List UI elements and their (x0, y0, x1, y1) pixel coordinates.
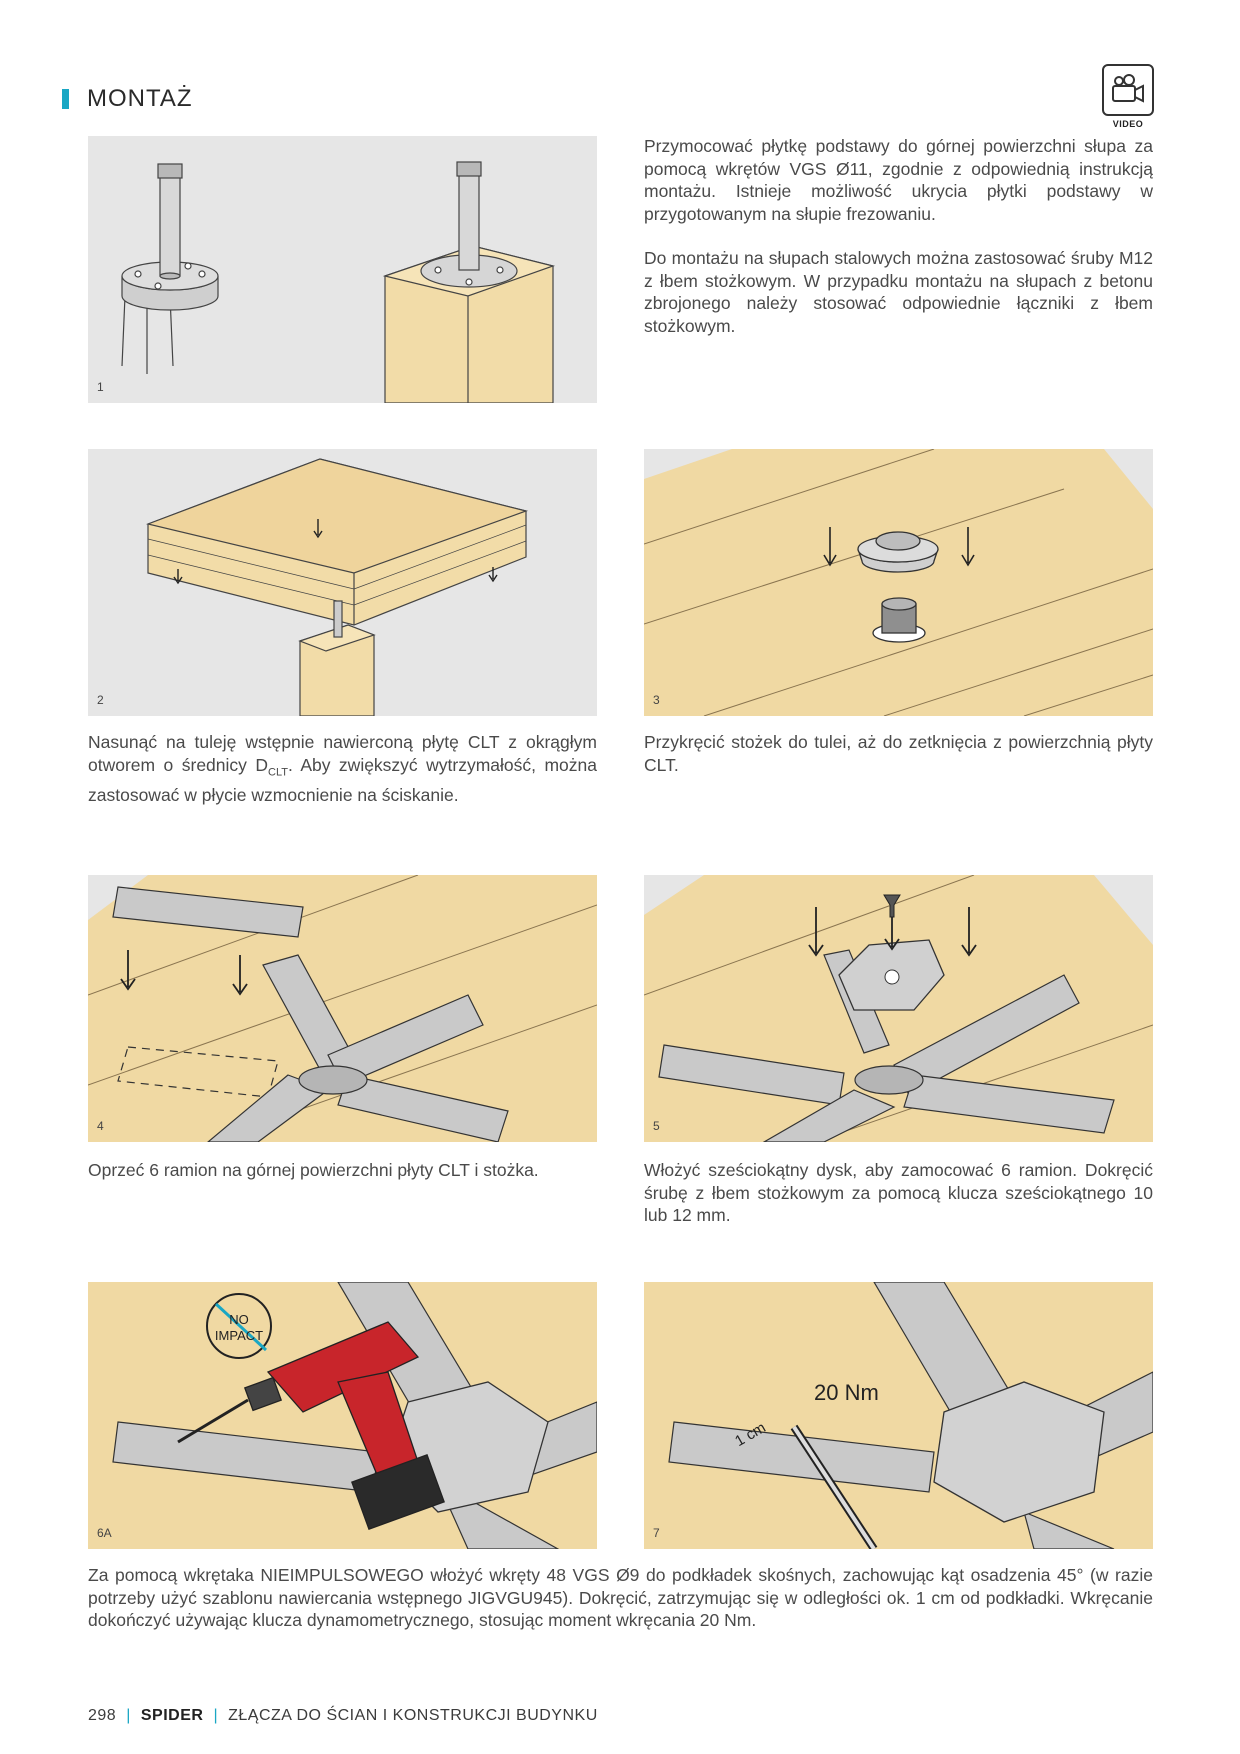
step-2-text-end: . Aby zwiększyć wytrzymałość, można zast… (88, 754, 597, 805)
step-3-text: Przykręcić stożek do tulei, aż do zetkni… (644, 732, 1153, 775)
no-impact-badge: NO IMPACT (206, 1293, 272, 1359)
countersunk-screw (883, 894, 901, 918)
step-number: 5 (653, 1119, 660, 1133)
step-2-text: Nasunąć na tuleję wstępnie nawierconą pł… (88, 731, 597, 806)
footer-product: SPIDER (140, 1707, 204, 1724)
step-7-illustration: 20 Nm 1 cm 7 (644, 1282, 1153, 1549)
step-1-paragraph-2: Do montażu na słupach stalowych można za… (644, 248, 1153, 336)
step-number: 3 (653, 693, 660, 707)
step-1-paragraph-1: Przymocować płytkę podstawy do górnej po… (644, 136, 1153, 224)
step-6a-illustration: NO IMPACT 6A (88, 1282, 597, 1549)
step-5-illustration: 5 (644, 875, 1153, 1142)
step-4-text: Oprzeć 6 ramion na górnej powierzchni pł… (88, 1160, 539, 1180)
footer-separator: | (213, 1707, 219, 1724)
step-2-text-start: Nasunąć na tuleję wstępnie nawierconą pł… (88, 732, 597, 775)
step-1-text: Przymocować płytkę podstawy do górnej po… (644, 135, 1153, 337)
timber-column (382, 161, 556, 403)
footer-chapter: ZŁĄCZA DO ŚCIAN I KONSTRUKCJI BUDYNKU (228, 1707, 598, 1724)
step-number: 1 (97, 380, 104, 394)
badge-line-1: NO (229, 1312, 249, 1327)
section-accent-bar (62, 89, 69, 109)
step-1-illustration: 1 (88, 136, 597, 403)
step-5-text: Włożyć sześciokątny dysk, aby zamocować … (644, 1160, 1153, 1225)
torque-label: 20 Nm (814, 1380, 879, 1405)
step-2-text-subscript: CLT (268, 766, 288, 778)
footer-separator: | (126, 1707, 131, 1724)
threaded-sleeve (872, 597, 926, 643)
video-label: VIDEO (1112, 119, 1144, 129)
step-number: 6A (97, 1526, 112, 1540)
badge-line-2: IMPACT (215, 1328, 263, 1343)
step-number: 7 (653, 1526, 660, 1540)
base-plate-with-rod (121, 163, 219, 374)
step-6-7-text: Za pomocą wkrętaka NIEIMPULSOWEGO włożyć… (88, 1565, 1153, 1630)
page-footer: 298 | SPIDER | ZŁĄCZA DO ŚCIAN I KONSTRU… (88, 1707, 598, 1725)
section-title-text: MONTAŻ (87, 85, 193, 112)
hexagonal-disc (933, 1381, 1105, 1523)
step-4-illustration: 4 (88, 875, 597, 1142)
step-2-illustration: 2 (88, 449, 597, 716)
cordless-drill-icon (177, 1321, 445, 1531)
video-icon[interactable] (1102, 64, 1154, 116)
step-3-illustration: 3 (644, 449, 1153, 716)
step-number: 4 (97, 1119, 104, 1133)
spider-arms (112, 886, 509, 1142)
torque-wrench-icon (790, 1424, 878, 1549)
cone-nut (857, 531, 939, 573)
section-title: MONTAŻ (62, 84, 193, 114)
page-number: 298 (88, 1707, 117, 1724)
step-number: 2 (97, 693, 104, 707)
